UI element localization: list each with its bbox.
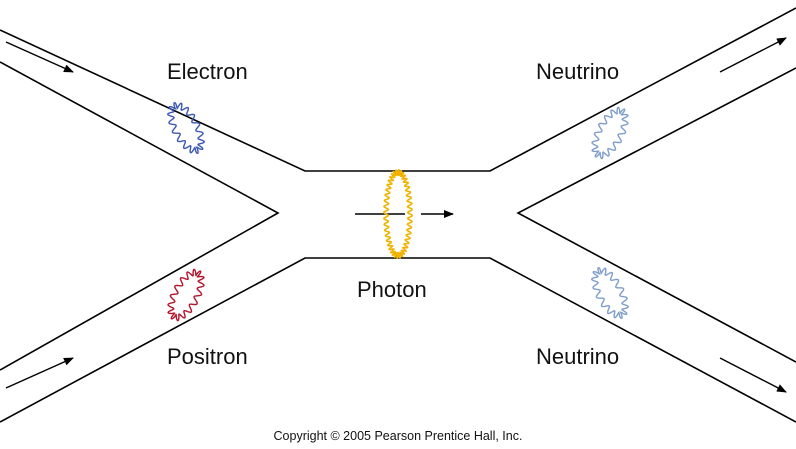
neutrino-top-wave-icon bbox=[591, 106, 629, 160]
neutrino-top-label: Neutrino bbox=[536, 59, 620, 84]
electron-band-outer bbox=[0, 7, 796, 172]
electron-arrow bbox=[5, 41, 74, 73]
positron-arrow bbox=[5, 357, 74, 389]
neutrino-top-arrow bbox=[719, 37, 787, 73]
arrows bbox=[5, 37, 787, 393]
photon-label: Photon bbox=[357, 277, 427, 302]
positron-wave-icon bbox=[167, 268, 205, 322]
band-lines bbox=[0, 7, 796, 423]
electron-label: Electron bbox=[167, 59, 248, 84]
neutrino-bottom-arrow bbox=[719, 357, 787, 393]
copyright-text: Copyright © 2005 Pearson Prentice Hall, … bbox=[273, 429, 523, 443]
neutrino-bottom-wave-icon bbox=[591, 266, 629, 320]
waves bbox=[167, 101, 629, 322]
positron-label: Positron bbox=[167, 344, 248, 369]
electron-band-inner bbox=[0, 61, 280, 371]
neutrino-band-inner bbox=[516, 67, 796, 363]
neutrino-bottom-label: Neutrino bbox=[536, 344, 620, 369]
electron-wave-icon bbox=[167, 101, 205, 155]
photon-wave-icon bbox=[382, 169, 414, 259]
